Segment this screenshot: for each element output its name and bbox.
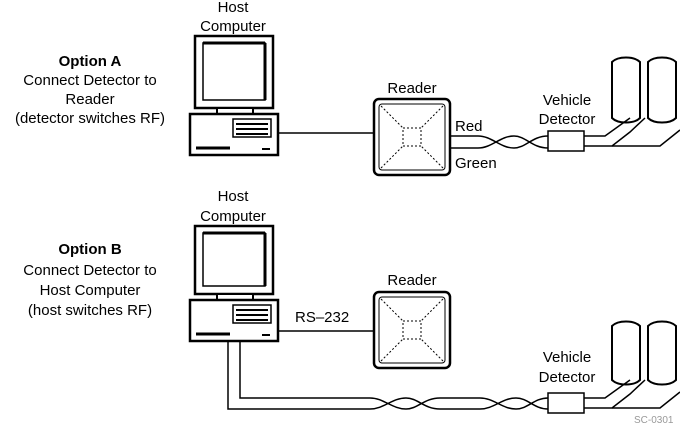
vehicle-detector-a bbox=[548, 131, 584, 151]
option-a-line1: Connect Detector to bbox=[23, 72, 156, 89]
option-a-host-label-1: Host bbox=[218, 0, 250, 16]
host-computer-a bbox=[190, 36, 278, 155]
rs232-label: RS–232 bbox=[295, 309, 349, 326]
wire-red-label: Red bbox=[455, 118, 483, 135]
option-b-line1: Connect Detector to bbox=[23, 262, 156, 279]
option-b-line3: (host switches RF) bbox=[28, 302, 152, 319]
option-a-title: Option A bbox=[59, 53, 122, 70]
option-b-detector-label-1: Vehicle bbox=[543, 349, 591, 366]
option-b-host-label-1: Host bbox=[218, 188, 250, 205]
detector-loops-a bbox=[584, 58, 680, 147]
reader-b bbox=[374, 292, 450, 368]
reader-a bbox=[374, 99, 450, 175]
option-b-line2: Host Computer bbox=[40, 282, 141, 299]
option-a-host-label-2: Computer bbox=[200, 18, 266, 35]
twisted-pair-a bbox=[450, 136, 548, 148]
vehicle-detector-b bbox=[548, 393, 584, 413]
option-a-line2: Reader bbox=[65, 91, 114, 108]
option-b-detector-label-2: Detector bbox=[539, 369, 596, 386]
figure-id: SC-0301 bbox=[634, 415, 674, 425]
option-a-detector-label-2: Detector bbox=[539, 111, 596, 128]
wire-green-label: Green bbox=[455, 155, 497, 172]
option-a-detector-label-1: Vehicle bbox=[543, 92, 591, 109]
option-a-reader-label: Reader bbox=[387, 80, 436, 97]
detector-loops-b bbox=[584, 322, 680, 409]
host-computer-b bbox=[190, 226, 278, 341]
option-b-reader-label: Reader bbox=[387, 272, 436, 289]
option-a-line3: (detector switches RF) bbox=[15, 110, 165, 127]
option-b-host-label-2: Computer bbox=[200, 208, 266, 225]
option-b-title: Option B bbox=[58, 241, 121, 258]
